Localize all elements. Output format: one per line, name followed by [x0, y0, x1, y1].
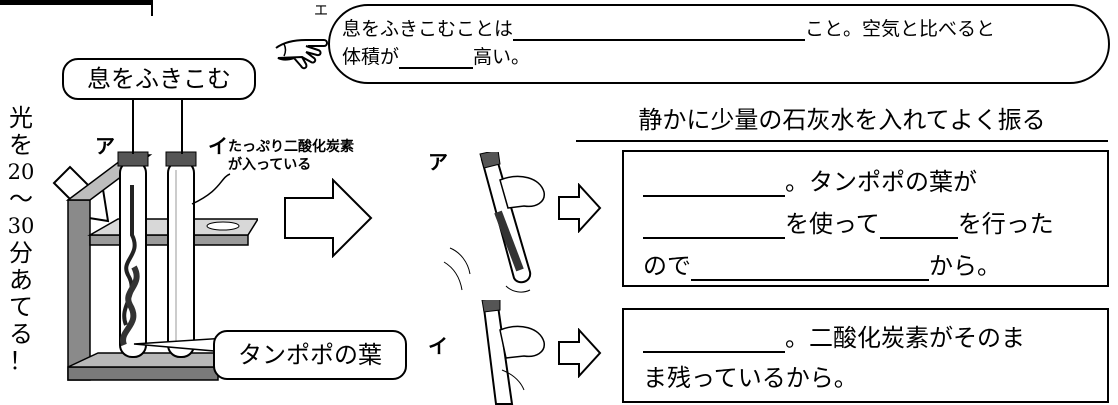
- test-tube-rack-icon: [65, 151, 258, 381]
- vertical-instruction: 光 を 20 〜 30 分 あ て る ！: [6, 105, 36, 375]
- header-rule: [0, 0, 153, 5]
- box-o-line2-after: を行った: [957, 210, 1054, 238]
- shaking-tube-i-icon: [481, 300, 545, 405]
- box-ka-line2: ま残っているから。: [643, 364, 858, 392]
- blank-o1[interactable]: [643, 167, 785, 197]
- box-ka-line1-after: 。二酸化炭素がそのま: [785, 324, 1025, 352]
- box-o-line3-before: ので: [643, 252, 691, 280]
- tube-label-i: イ: [208, 134, 228, 158]
- co2-note-pointer: [191, 173, 231, 205]
- step-label-i: イ: [428, 334, 448, 358]
- vchar: 20: [7, 160, 35, 184]
- breath-label-box: 息をふきこむ: [62, 58, 256, 100]
- dandelion-label: タンポポの葉: [238, 341, 382, 369]
- blank-o2[interactable]: [643, 209, 785, 239]
- vchar: あ: [9, 266, 33, 294]
- vchar: る: [9, 320, 33, 348]
- answer-box-o: [622, 150, 1109, 287]
- answer-box-ka: [622, 308, 1109, 403]
- box-o-line2: を使って を行った: [643, 204, 1054, 239]
- bubble-line-1: 息をふきこむことは こと。空気と比べると: [342, 14, 995, 41]
- dandelion-label-box: タンポポの葉: [213, 330, 407, 380]
- header-rule-vertical: [151, 0, 153, 16]
- blank-e1[interactable]: [513, 17, 806, 41]
- co2-note-line2: が入っている: [228, 157, 312, 173]
- bubble-marker: エ: [314, 3, 328, 19]
- vchar: て: [9, 293, 33, 321]
- answer-bubble-e: [328, 4, 1110, 84]
- co2-note-line1: たっぷり二酸化炭素: [228, 139, 354, 155]
- instruction-text: 静かに少量の石灰水を入れてよく振る: [638, 106, 1046, 134]
- bubble-line1-text: 息をふきこむことは: [342, 18, 514, 40]
- vchar: ！: [9, 347, 33, 375]
- tube-label-a: ア: [95, 134, 115, 158]
- blank-e2[interactable]: [399, 45, 474, 69]
- bubble-line2-text: 体積が: [342, 46, 400, 68]
- box-ka-line1: 。二酸化炭素がそのま: [643, 318, 1025, 353]
- box-o-line1: 。タンポポの葉が: [643, 162, 977, 197]
- vchar: 〜: [9, 185, 33, 213]
- co2-note: たっぷり二酸化炭素 が入っている: [228, 138, 354, 174]
- box-o-line1-after: 。タンポポの葉が: [785, 168, 977, 196]
- box-o-line3: ので から。: [643, 246, 1001, 281]
- blank-ka1[interactable]: [643, 323, 785, 353]
- instruction-heading: 静かに少量の石灰水を入れてよく振る: [576, 100, 1108, 142]
- bubble-line1-after: こと。空気と比べると: [805, 18, 996, 40]
- blank-o3[interactable]: [879, 209, 958, 239]
- box-o-line3-after: から。: [929, 252, 1001, 280]
- breath-label: 息をふきこむ: [87, 65, 231, 93]
- label-pointer-i: [181, 100, 183, 154]
- pointing-hand-icon: [275, 39, 328, 70]
- label-pointer-a: [132, 100, 134, 154]
- box-o-line2-mid: を使って: [785, 210, 880, 238]
- shaking-tube-icon: [443, 152, 545, 293]
- blank-o4[interactable]: [691, 251, 929, 281]
- bubble-line-2: 体積が 高い。: [342, 42, 530, 69]
- vchar: 分: [9, 239, 33, 267]
- vchar: 30: [7, 214, 35, 238]
- step-label-a: ア: [428, 150, 448, 174]
- vchar: 光: [9, 104, 33, 132]
- vchar: を: [9, 131, 33, 159]
- bubble-line2-after: 高い。: [473, 46, 531, 68]
- arrow-to-box-o: [558, 183, 602, 233]
- arrow-to-box-ka: [558, 328, 602, 378]
- right-arrow-icon: [284, 178, 373, 258]
